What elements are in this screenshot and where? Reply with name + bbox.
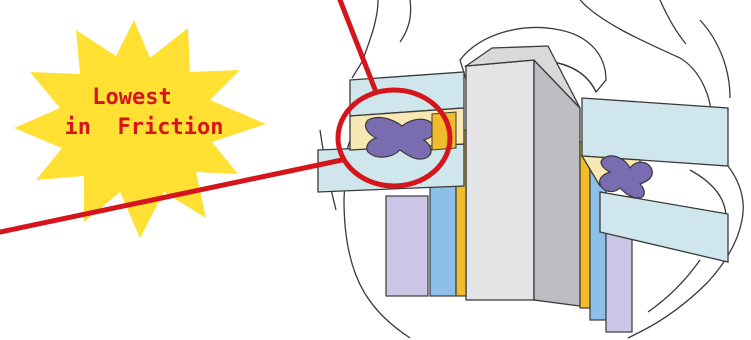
left-lilac-liner (386, 196, 428, 296)
center-rod (466, 46, 580, 306)
callout-line-1: Lowest (92, 85, 171, 110)
right-upper-plate (582, 98, 728, 166)
right-lilac-liner (606, 232, 632, 332)
callout-burst: Lowest in Friction (14, 20, 266, 238)
pointer-line-top (340, 0, 376, 92)
x-ring-seal-icon (600, 156, 653, 198)
callout-line-2: in Friction (65, 115, 224, 140)
seal-right (600, 156, 653, 198)
